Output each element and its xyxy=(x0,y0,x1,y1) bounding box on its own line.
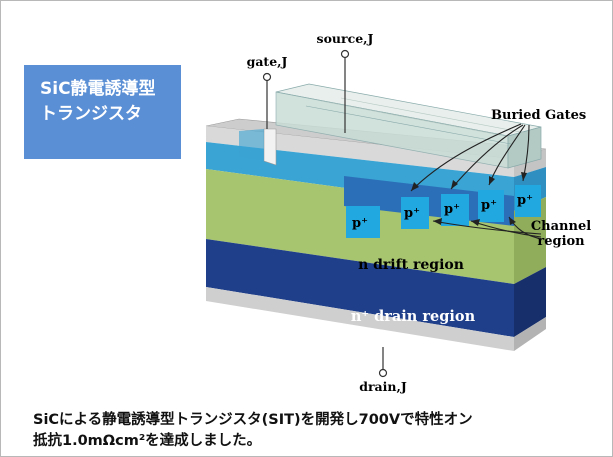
gate-terminal-icon xyxy=(262,72,272,82)
p-plus-label: p⁺ xyxy=(517,193,533,208)
substrate-front xyxy=(206,287,514,351)
side-face xyxy=(514,149,546,351)
p-plus-label: p⁺ xyxy=(481,198,497,213)
drain-terminal-icon xyxy=(378,368,388,378)
channel-label-line2: region xyxy=(537,234,585,249)
drain-label: drain,J xyxy=(359,379,407,394)
p-plus-label: p⁺ xyxy=(444,202,460,217)
title-badge: SiC静電誘導型 トランジスタ xyxy=(24,65,181,159)
n-drain-front xyxy=(206,239,514,337)
source-glass-block xyxy=(275,83,542,169)
channel-label-line1: Channel xyxy=(531,219,591,234)
terminals: source,J gate,J drain,J xyxy=(247,31,407,394)
badge-line-2: トランジスタ xyxy=(40,104,142,124)
channel-arrowheads xyxy=(433,217,516,226)
gate-trench xyxy=(239,128,277,166)
buried-gates-arrowheads xyxy=(411,172,527,191)
caption: SiCによる静電誘導型トランジスタ(SIT)を開発し700Vで特性オン 抵抗1.… xyxy=(33,410,603,452)
source-terminal-icon xyxy=(340,49,350,59)
p-plus-left xyxy=(346,206,380,238)
n-drain-label: n⁺ drain region xyxy=(351,308,476,325)
n-drift-label: n drift region xyxy=(358,257,464,273)
p-plus-regions: p⁺ p⁺ p⁺ p⁺ p⁺ xyxy=(346,185,541,238)
p-plus-2 xyxy=(441,194,469,226)
badge-line-1: SiC静電誘導型 xyxy=(40,79,156,99)
source-label: source,J xyxy=(317,31,374,46)
caption-line-2: 抵抗1.0mΩcm²を達成しました。 xyxy=(33,433,262,449)
p-plus-1 xyxy=(401,197,429,229)
caption-line-1: SiCによる静電誘導型トランジスタ(SIT)を開発し700Vで特性オン xyxy=(33,412,473,428)
gate-label: gate,J xyxy=(247,54,288,69)
p-plus-4 xyxy=(515,185,541,217)
p-plus-label: p⁺ xyxy=(352,216,368,231)
p-plus-3 xyxy=(478,190,504,222)
buried-gates-label: Buried Gates xyxy=(491,108,586,123)
p-plus-label: p⁺ xyxy=(404,206,420,221)
